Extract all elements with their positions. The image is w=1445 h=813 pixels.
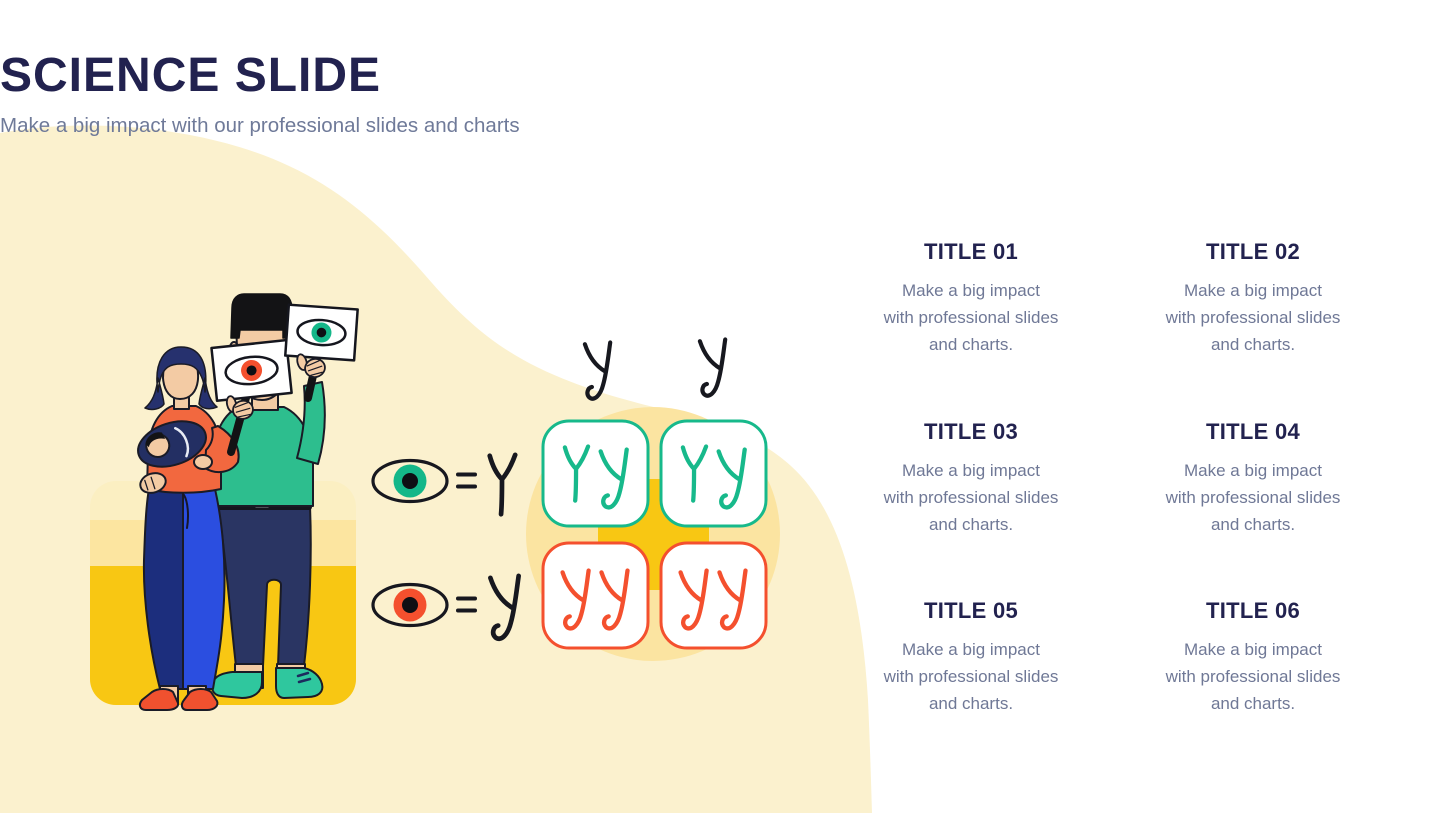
left-shoe <box>211 671 263 699</box>
baby-bundle <box>137 420 207 468</box>
info-block-2: TITLE 02 Make a big impact with professi… <box>1125 238 1381 358</box>
info-block-4: TITLE 04 Make a big impact with professi… <box>1125 418 1381 538</box>
info-block-title: TITLE 01 <box>923 239 1019 264</box>
equals-sign <box>456 596 477 613</box>
mother-hair <box>144 346 218 411</box>
punnett-square <box>541 339 768 650</box>
info-block-body: Make a big impact with professional slid… <box>883 281 1059 354</box>
equals-sign <box>456 472 477 489</box>
info-block-body: Make a big impact with professional slid… <box>1165 461 1341 534</box>
info-block-title: TITLE 04 <box>1205 419 1301 444</box>
info-block-title: TITLE 06 <box>1205 598 1301 623</box>
info-block-title: TITLE 02 <box>1205 239 1301 264</box>
punnett-cell-rect-1 <box>659 419 768 528</box>
info-block-5: TITLE 05 Make a big impact with professi… <box>843 597 1099 717</box>
father-hand <box>139 472 167 494</box>
right-hand <box>296 353 326 378</box>
green-eye-icon <box>371 458 449 504</box>
page-subtitle: Make a big impact with our professional … <box>0 114 520 137</box>
punnett-cell-rect-2 <box>541 541 650 650</box>
mother-figure <box>137 346 240 711</box>
info-block-1: TITLE 01 Make a big impact with professi… <box>843 238 1099 358</box>
left-hand <box>225 395 254 420</box>
info-block-3: TITLE 03 Make a big impact with professi… <box>843 418 1099 538</box>
info-block-title: TITLE 05 <box>923 598 1019 623</box>
info-block-body: Make a big impact with professional slid… <box>883 640 1059 713</box>
eye-signs <box>210 303 359 456</box>
page-title: SCIENCE SLIDE <box>0 49 382 102</box>
info-block-6: TITLE 06 Make a big impact with professi… <box>1125 597 1381 717</box>
orange-eye-icon <box>371 582 449 628</box>
info-block-body: Make a big impact with professional slid… <box>883 461 1059 534</box>
sign-green-eye <box>284 303 359 362</box>
punnett-cell-rect-3 <box>659 541 768 650</box>
family-illustration <box>90 293 359 711</box>
allele-legend <box>371 455 519 639</box>
punnett-col-header-1 <box>700 339 725 395</box>
legend-row-green <box>371 455 515 514</box>
info-block-body: Make a big impact with professional slid… <box>1165 640 1341 713</box>
info-block-title: TITLE 03 <box>923 419 1019 444</box>
legend-row-orange <box>371 576 519 639</box>
sign-orange-eye <box>210 338 293 402</box>
mother-shoe-right <box>180 688 219 711</box>
mother-shoe-left <box>138 688 180 711</box>
punnett-col-header-0 <box>585 342 610 398</box>
info-block-body: Make a big impact with professional slid… <box>1165 281 1341 354</box>
punnett-cell-rect-0 <box>541 419 650 528</box>
